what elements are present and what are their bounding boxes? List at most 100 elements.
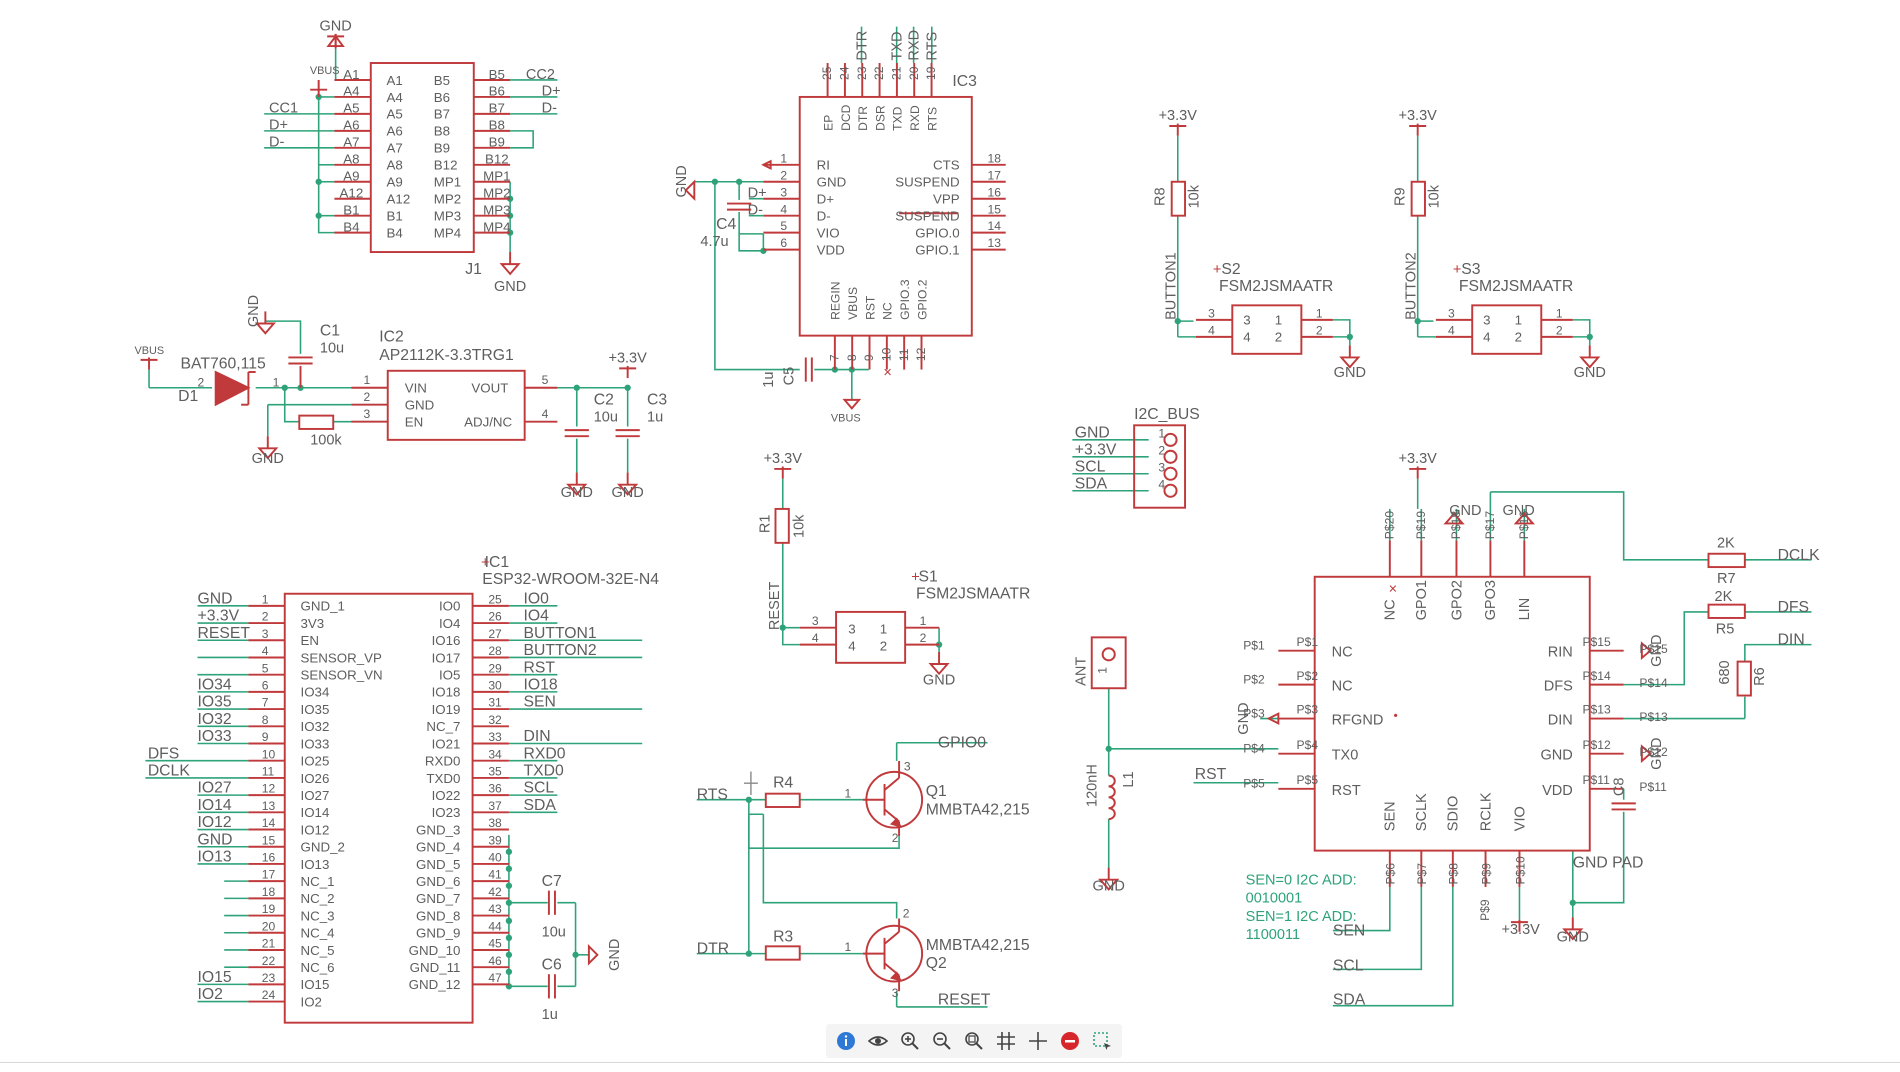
label: 4 — [1208, 323, 1215, 337]
label: A1 — [387, 73, 403, 88]
eye-button[interactable] — [864, 1027, 892, 1055]
label: P$7 — [1415, 863, 1429, 885]
zoom-in-button[interactable] — [896, 1027, 924, 1055]
antenna-pin — [1101, 647, 1116, 662]
label: B4 — [343, 219, 360, 234]
label: MP3 — [483, 202, 510, 217]
inductor-coil — [1108, 774, 1116, 788]
gnd-flag — [1640, 641, 1652, 661]
label: IO25 — [301, 754, 330, 769]
label: B7 — [434, 107, 450, 122]
label: 3 — [1208, 306, 1215, 320]
select-button[interactable] — [1088, 1027, 1116, 1055]
gnd-label: GND — [923, 673, 955, 689]
label: 4 — [1448, 323, 1455, 337]
label: 2 — [1275, 330, 1282, 345]
label: IO12 — [198, 814, 232, 831]
label: A9 — [387, 175, 403, 190]
label: SUSPEND — [895, 209, 959, 224]
gnd-label: GND — [612, 485, 644, 501]
label: Q1 — [926, 783, 947, 800]
wire — [1572, 811, 1625, 904]
info-button[interactable] — [832, 1027, 860, 1055]
junction — [315, 178, 322, 185]
label: DFS — [1778, 599, 1810, 616]
label: FSM2JSMAATR — [916, 586, 1030, 603]
label: GND_8 — [416, 908, 460, 923]
label: VBUS — [846, 287, 860, 320]
label: NC_5 — [301, 943, 335, 958]
label: 1u — [761, 372, 777, 388]
label: P$13 — [1582, 703, 1611, 717]
label: P$15 — [1582, 635, 1611, 649]
label: GND_5 — [416, 857, 460, 872]
label: 22 — [872, 66, 886, 80]
label: P$11 — [1582, 773, 1610, 787]
label: IO34 — [198, 676, 232, 693]
label: DTR — [854, 31, 870, 61]
label: 15 — [262, 833, 276, 847]
label: A9 — [343, 169, 359, 184]
label: 1u — [542, 1007, 558, 1023]
label: C5 — [782, 367, 798, 386]
label: 31 — [488, 696, 502, 710]
origin-mark: + — [1453, 262, 1462, 278]
label: 3 — [1483, 313, 1490, 328]
label: P$4 — [1243, 741, 1265, 755]
zoom-in-icon — [901, 1032, 919, 1050]
stop-button[interactable] — [1056, 1027, 1084, 1055]
label: GND_4 — [416, 840, 461, 855]
wire — [1490, 491, 1709, 561]
wire — [1332, 886, 1454, 1007]
label: BUTTON1 — [1163, 252, 1179, 320]
label: IO33 — [198, 728, 232, 745]
label: 25 — [488, 592, 502, 606]
label: 41 — [488, 868, 502, 882]
label: RXD — [908, 105, 922, 131]
zoom-fit-icon — [965, 1032, 983, 1050]
inductor-coil — [1108, 807, 1116, 821]
junction — [505, 848, 513, 855]
label: GPIO.2 — [915, 279, 929, 320]
nc-mark: × — [883, 365, 892, 381]
label: GPO3 — [1483, 580, 1499, 620]
crosshair-icon — [1029, 1032, 1047, 1050]
label: DIN — [523, 728, 550, 745]
label: GND_12 — [409, 977, 461, 992]
resistor — [1707, 552, 1746, 569]
label: VDD — [817, 242, 845, 257]
label: VBUS — [831, 413, 861, 425]
label: DTR — [697, 941, 729, 958]
grid-button[interactable] — [992, 1027, 1020, 1055]
label: GND_2 — [301, 840, 345, 855]
label: 28 — [488, 644, 502, 658]
label: MMBTA42,215 — [926, 937, 1030, 954]
cursor-crosshair: ┼ — [743, 771, 758, 795]
i2c-connector — [1133, 424, 1187, 509]
inductor-coil — [1108, 785, 1116, 799]
label: SCLK — [1414, 793, 1430, 831]
zoom-out-button[interactable] — [928, 1027, 956, 1055]
crosshair-button[interactable] — [1024, 1027, 1052, 1055]
label: IO18 — [523, 676, 557, 693]
label: C2 — [594, 392, 614, 409]
label: TXD — [891, 106, 905, 130]
wire — [738, 212, 764, 252]
label: 3 — [848, 622, 855, 637]
label: GND — [817, 175, 847, 190]
label: NC_4 — [301, 926, 336, 941]
label: SEN — [523, 694, 555, 711]
ground-symbol — [1579, 356, 1601, 369]
label: RST — [863, 295, 877, 320]
label: 19 — [924, 66, 938, 80]
label: P$16 — [1517, 511, 1531, 540]
nc-arrow — [761, 159, 772, 170]
zoom-fit-button[interactable] — [960, 1027, 988, 1055]
label: MP4 — [483, 219, 511, 234]
label: VIO — [1512, 806, 1528, 831]
label: 43 — [488, 902, 502, 916]
origin-mark: + — [481, 555, 489, 571]
label: 2 — [880, 639, 887, 654]
